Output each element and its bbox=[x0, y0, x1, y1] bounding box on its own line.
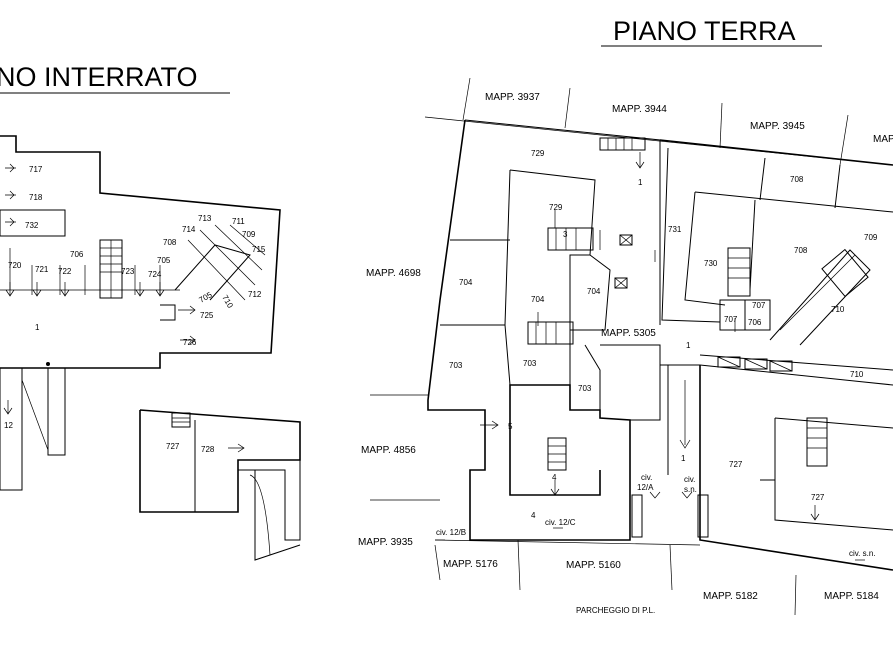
svg-text:704: 704 bbox=[531, 295, 545, 304]
ground-stair-704 bbox=[527, 321, 574, 345]
svg-text:civ.: civ. bbox=[684, 475, 695, 484]
ground-stair-729 bbox=[547, 227, 594, 251]
ground-title: PIANO TERRA bbox=[613, 16, 796, 46]
svg-text:707: 707 bbox=[724, 315, 738, 324]
svg-text:710: 710 bbox=[831, 305, 845, 314]
room-724-label: 724 bbox=[148, 270, 162, 279]
room-728-label: 728 bbox=[201, 445, 215, 454]
room-715-label: 715 bbox=[252, 245, 266, 254]
svg-text:729: 729 bbox=[531, 149, 545, 158]
parcel-5182-label: MAPP. 5182 bbox=[703, 591, 758, 602]
svg-text:civ. s.n.: civ. s.n. bbox=[849, 549, 876, 558]
svg-text:710: 710 bbox=[850, 370, 864, 379]
parcel-4856-label: MAPP. 4856 bbox=[361, 445, 416, 456]
svg-text:703: 703 bbox=[578, 384, 592, 393]
svg-text:730: 730 bbox=[704, 259, 718, 268]
svg-text:731: 731 bbox=[668, 225, 682, 234]
block-727-728 bbox=[139, 409, 301, 513]
svg-text:3: 3 bbox=[563, 230, 568, 239]
room-732-label: 732 bbox=[25, 221, 39, 230]
stair-727 bbox=[171, 412, 191, 428]
ground-stair-727 bbox=[806, 417, 828, 467]
room-725-label: 725 bbox=[200, 311, 214, 320]
svg-text:703: 703 bbox=[449, 361, 463, 370]
svg-text:709: 709 bbox=[864, 233, 878, 242]
parcel-5184-label: MAPP. 5184 bbox=[824, 591, 879, 602]
room-732-outline bbox=[0, 209, 66, 237]
basement-plan: 717 718 732 713 711 714 709 706 708 715 … bbox=[0, 135, 301, 561]
ground-stair-709 bbox=[821, 248, 869, 298]
room-713-label: 713 bbox=[198, 214, 212, 223]
basement-outline bbox=[0, 135, 281, 369]
svg-text:704: 704 bbox=[587, 287, 601, 296]
svg-text:civ. 12/B: civ. 12/B bbox=[436, 528, 466, 537]
svg-text:708: 708 bbox=[790, 175, 804, 184]
svg-text:s.n.: s.n. bbox=[684, 485, 697, 494]
svg-text:4: 4 bbox=[552, 473, 557, 482]
room-720-label: 720 bbox=[8, 261, 22, 270]
svg-text:1: 1 bbox=[681, 454, 686, 463]
svg-text:727: 727 bbox=[729, 460, 743, 469]
room-712-label: 712 bbox=[248, 290, 262, 299]
room-705-label: 705 bbox=[157, 256, 171, 265]
ground-main-outline bbox=[427, 119, 631, 541]
room-723-label: 723 bbox=[121, 267, 135, 276]
room-722-label: 722 bbox=[58, 267, 72, 276]
ground-floor-plan: MAPP. 3937 MAPP. 3944 MAPP. 3945 MAPP. M… bbox=[358, 77, 893, 616]
svg-text:706: 706 bbox=[748, 318, 762, 327]
parcel-4698-label: MAPP. 4698 bbox=[366, 268, 421, 279]
svg-text:729: 729 bbox=[549, 203, 563, 212]
svg-text:727: 727 bbox=[811, 493, 825, 502]
room-727-label: 727 bbox=[166, 442, 180, 451]
svg-text:civ.: civ. bbox=[641, 473, 652, 482]
room-721-label: 721 bbox=[35, 265, 49, 274]
parking-label: PARCHEGGIO DI P.L. bbox=[576, 606, 655, 615]
svg-text:1: 1 bbox=[638, 178, 643, 187]
parcel-5160-label: MAPP. 5160 bbox=[566, 560, 621, 571]
parcel-3935-label: MAPP. 3935 bbox=[358, 537, 413, 548]
parcel-5176-label: MAPP. 5176 bbox=[443, 559, 498, 570]
parcel-5305-label: MAPP. 5305 bbox=[601, 328, 656, 339]
ramp-left bbox=[0, 368, 23, 491]
room-726-label: 726 bbox=[183, 338, 197, 347]
svg-text:12/A: 12/A bbox=[637, 483, 654, 492]
room-710-label: 710 bbox=[220, 294, 235, 311]
room-709-label: 709 bbox=[242, 230, 256, 239]
room-12-label: 12 bbox=[4, 421, 13, 430]
svg-text:708: 708 bbox=[794, 246, 808, 255]
svg-text:civ. 12/C: civ. 12/C bbox=[545, 518, 576, 527]
ground-door-markers bbox=[435, 152, 865, 561]
svg-text:1: 1 bbox=[686, 341, 691, 350]
room-1-label: 1 bbox=[35, 323, 40, 332]
room-705b-label: 705 bbox=[198, 290, 215, 305]
basement-title: NO INTERRATO bbox=[0, 62, 198, 92]
svg-text:5: 5 bbox=[508, 422, 513, 431]
ground-stair-730 bbox=[727, 247, 751, 297]
ground-diagonal-ramp bbox=[769, 249, 871, 346]
parcel-3944-label: MAPP. 3944 bbox=[612, 104, 667, 115]
svg-text:4: 4 bbox=[531, 511, 536, 520]
diagonal-corridor bbox=[174, 244, 251, 301]
basement-door-markers bbox=[3, 163, 245, 453]
room-708-label: 708 bbox=[163, 238, 177, 247]
ground-stair-top bbox=[599, 137, 646, 151]
room-706-label: 706 bbox=[70, 250, 84, 259]
svg-text:704: 704 bbox=[459, 278, 473, 287]
svg-text:703: 703 bbox=[523, 359, 537, 368]
room-714-label: 714 bbox=[182, 225, 196, 234]
room-718-label: 718 bbox=[29, 193, 43, 202]
parcel-edge-label: MAPP. bbox=[873, 134, 893, 145]
svg-text:707: 707 bbox=[752, 301, 766, 310]
room-717-label: 717 bbox=[29, 165, 43, 174]
room-711-label: 711 bbox=[232, 217, 245, 226]
parcel-3945-label: MAPP. 3945 bbox=[750, 121, 805, 132]
parcel-3937-label: MAPP. 3937 bbox=[485, 92, 540, 103]
